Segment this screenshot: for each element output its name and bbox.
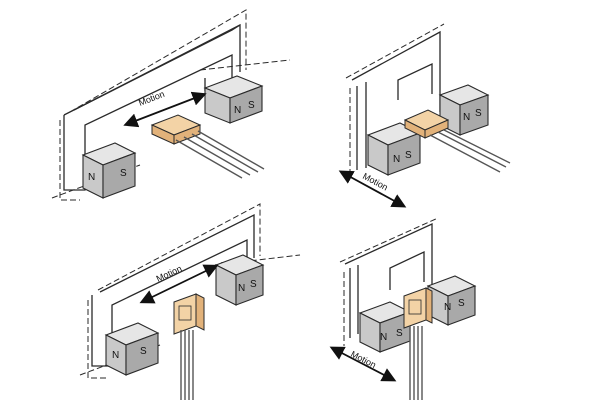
pole-s: S [248,100,255,111]
panel-2: N S N S Motion [338,23,511,208]
magnet-right: N S [438,84,490,136]
double-headed-arrow-icon [139,264,219,304]
pole-n: N [463,112,470,123]
magnet-right: N S [426,275,477,326]
pole-s: S [405,150,412,161]
pole-n: N [234,105,241,116]
pole-n: N [380,332,387,343]
double-headed-arrow-icon [338,170,407,208]
magnet-left: N S [81,142,137,199]
motion-label: Motion [349,349,378,370]
magnet-left: N S [358,301,412,353]
pole-n: N [88,172,95,183]
magnet-right: N S [203,75,264,124]
pole-s: S [475,108,482,119]
yoke-frame [345,23,445,178]
hall-sensor-icon [403,109,511,173]
motion-label: Motion [137,89,166,108]
pole-n: N [112,350,119,361]
pole-s: S [140,346,147,357]
panel-3: N S N S Motion [79,203,301,400]
pole-n: N [393,154,400,165]
pole-n: N [238,283,245,294]
pole-s: S [250,279,257,290]
panel-1: N S N S Motion [51,9,291,201]
double-headed-arrow-icon [329,346,397,382]
pole-s: S [120,168,127,179]
hall-sensor-icon [403,287,433,400]
hall-sensor-icon [173,293,205,400]
magnet-right: N S [214,254,265,306]
pole-s: S [396,328,403,339]
panel-4: N S N S Motion [329,217,477,400]
yoke-frame [339,217,439,346]
hall-sensor-icon [150,114,265,179]
motion-label: Motion [155,263,184,283]
double-headed-arrow-icon [123,91,207,128]
magnet-left: N S [104,322,160,376]
pole-s: S [458,298,465,309]
pole-n: N [444,302,451,313]
